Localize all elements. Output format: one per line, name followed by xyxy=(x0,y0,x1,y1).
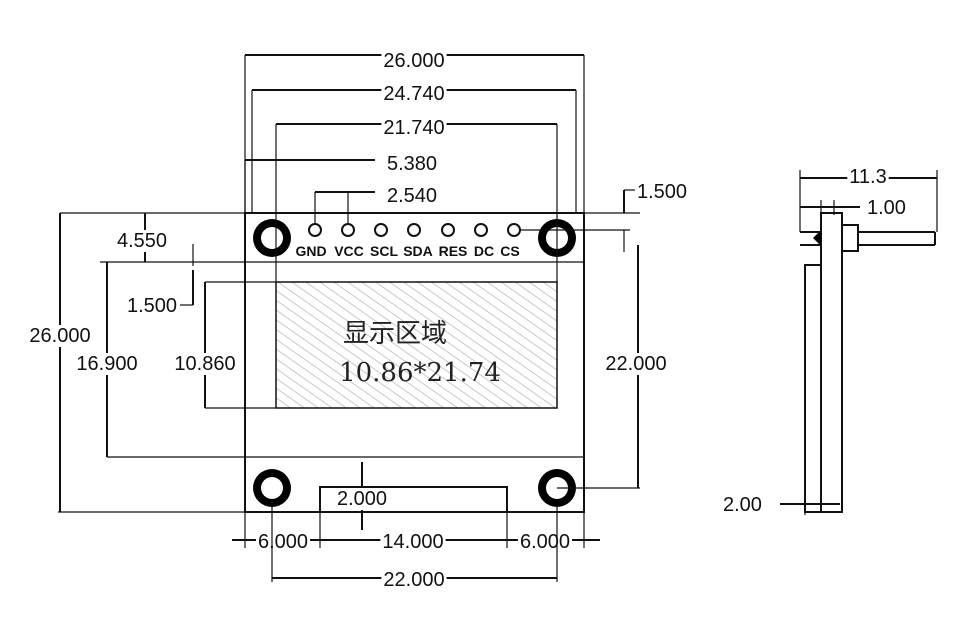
dim-display-width: 21.740 xyxy=(383,117,444,139)
side-view: 11.3 1.00 2.00 xyxy=(721,166,938,516)
dim-bottom-left: 6.000 xyxy=(258,531,308,553)
dim-left-offset: 1.500 xyxy=(127,295,177,317)
dim-top-offset: 4.550 xyxy=(117,230,167,252)
pin-label-gnd: GND xyxy=(295,243,326,259)
pin-hole xyxy=(341,223,355,237)
dim-total-height: 26.000 xyxy=(29,325,90,347)
pin-hole xyxy=(441,223,455,237)
pin-label-dc: DC xyxy=(474,243,494,259)
dim-hole-vertical-span: 22.000 xyxy=(605,353,666,375)
dim-side-total-depth: 11.3 xyxy=(849,166,886,188)
pin-label-vcc: VCC xyxy=(334,243,364,259)
dim-pin-span: 5.380 xyxy=(387,153,437,175)
dim-pin-pitch: 2.540 xyxy=(387,185,437,207)
side-board xyxy=(804,264,822,513)
front-dimensions: 26.000 24.740 21.740 5.380 2.540 1.500 4… xyxy=(27,50,690,591)
pin-label-scl: SCL xyxy=(370,243,398,259)
dim-hole-horizontal-span: 22.000 xyxy=(383,569,444,591)
side-pin-housing xyxy=(841,224,859,252)
pin-hole xyxy=(507,223,521,237)
dim-side-pin-thickness: 1.00 xyxy=(867,197,906,219)
dim-side-board-thickness: 2.00 xyxy=(723,494,762,516)
dim-total-width: 26.000 xyxy=(383,50,444,72)
front-view: 显示区域 10.86*21.74 GND VCC SCL SDA R xyxy=(244,212,585,513)
dim-display-height: 10.860 xyxy=(174,353,235,375)
dim-hole-span-outer: 24.740 xyxy=(383,83,444,105)
display-area-size: 10.86*21.74 xyxy=(339,358,501,388)
bottom-tab xyxy=(319,486,508,512)
pin-hole xyxy=(407,223,421,237)
pin-hole xyxy=(374,223,388,237)
dim-bottom-center: 14.000 xyxy=(382,531,443,553)
display-area xyxy=(275,281,558,409)
board-outline xyxy=(244,212,585,513)
pin-header: GND VCC SCL SDA RES DC CS xyxy=(295,223,521,259)
dim-bottom-right: 6.000 xyxy=(520,531,570,553)
side-pin-tip xyxy=(813,230,821,246)
display-area-title: 显示区域 xyxy=(343,319,447,349)
dim-tab-height: 2.000 xyxy=(337,488,387,510)
dim-pin-offset: 1.500 xyxy=(637,181,687,203)
pin-hole xyxy=(474,223,488,237)
pin-label-cs: CS xyxy=(500,243,519,259)
side-glass xyxy=(820,212,843,513)
pin-hole xyxy=(308,223,322,237)
dim-area-height-outer: 16.900 xyxy=(76,353,137,375)
pin-label-sda: SDA xyxy=(403,243,433,259)
pin-label-res: RES xyxy=(439,243,468,259)
